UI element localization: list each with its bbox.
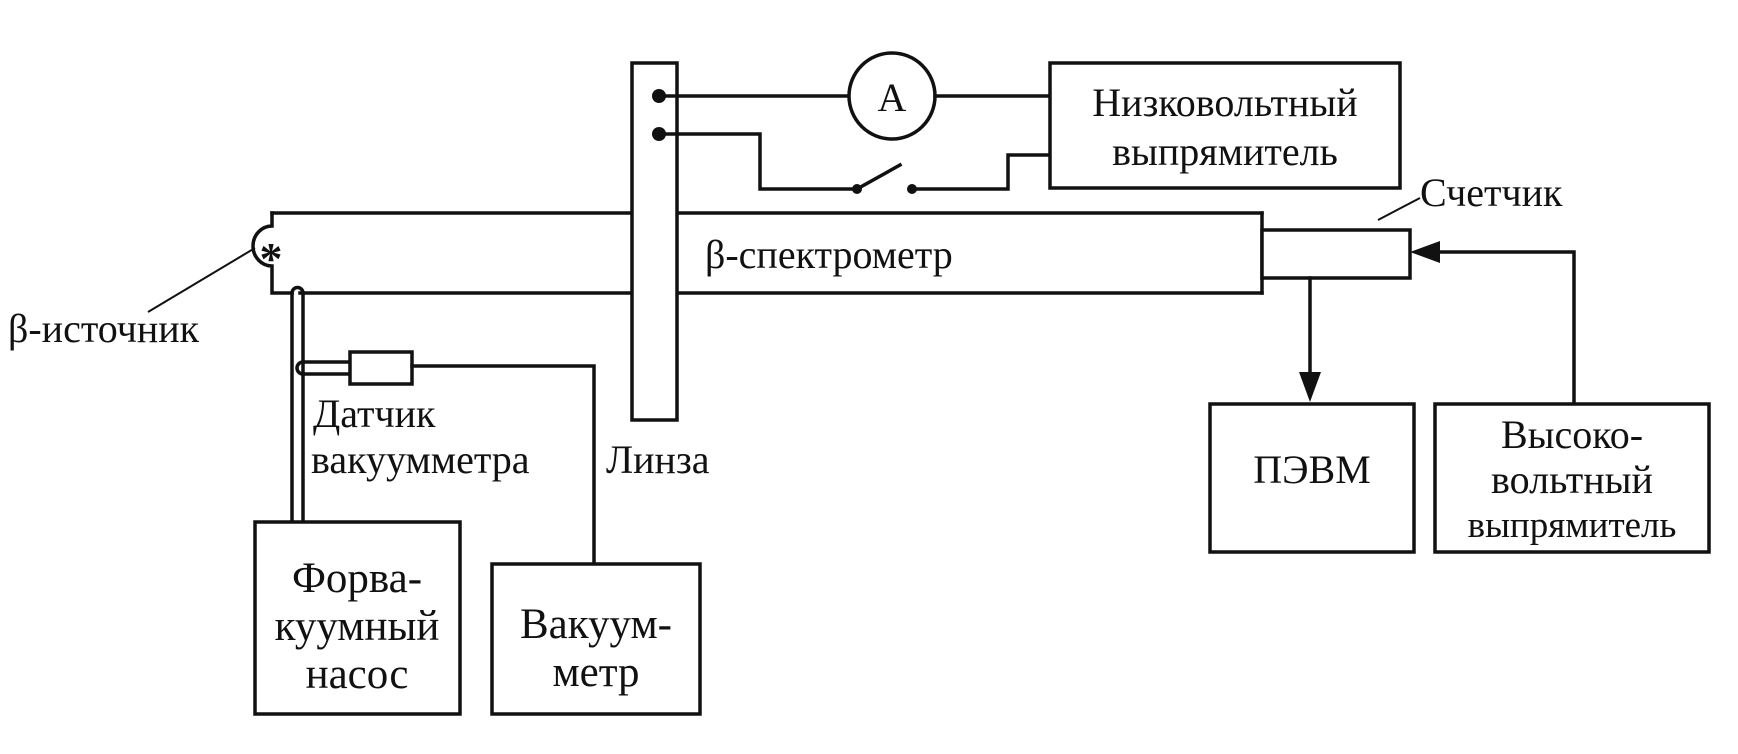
source-star: * xyxy=(260,233,283,284)
low-voltage-rectifier-box xyxy=(1048,61,1402,190)
spectrometer-label: β-спектрометр xyxy=(705,232,953,277)
arrow-to-computer xyxy=(1299,372,1321,402)
counter-box xyxy=(1260,228,1412,280)
gauge-sensor-label-line1: Датчик xyxy=(313,391,436,436)
pump-box xyxy=(253,520,462,716)
vacuum-gauge-label-line2: метр xyxy=(552,649,639,696)
source-leader xyxy=(147,247,256,313)
high-voltage-rectifier-box xyxy=(1433,402,1711,554)
counter-label: Счетчик xyxy=(1420,170,1563,215)
high-voltage-label-line1: Высоко- xyxy=(1501,412,1643,457)
lens xyxy=(630,61,679,422)
counter-leader xyxy=(1377,197,1421,221)
source-label: β-источник xyxy=(8,306,200,351)
vacuum-gauge-label-line1: Вакуум- xyxy=(520,601,672,648)
low-voltage-label-line1: Низковольтный xyxy=(1092,80,1357,125)
wire-sensor-to-gauge xyxy=(410,364,596,566)
gauge-sensor-label-line2: вакуумметра xyxy=(311,437,530,482)
wire-switch-left xyxy=(657,132,859,191)
lens-label: Линза xyxy=(606,437,710,482)
wire-hv-to-counter xyxy=(1436,250,1576,404)
arrow-to-counter xyxy=(1410,241,1440,263)
computer-box xyxy=(1208,402,1416,554)
ammeter-label: A xyxy=(878,75,907,120)
computer-label: ПЭВМ xyxy=(1253,447,1371,492)
vacuum-pipe xyxy=(290,285,305,524)
high-voltage-label-line2: вольтный xyxy=(1491,457,1653,502)
vacuum-gauge-box xyxy=(490,562,702,716)
high-voltage-label-line3: выпрямитель xyxy=(1468,505,1677,546)
wire-switch-right xyxy=(910,153,1052,191)
source-holder xyxy=(251,211,294,295)
low-voltage-label-line2: выпрямитель xyxy=(1112,129,1338,174)
switch-blade xyxy=(854,162,903,192)
pump-label-line2: куумный xyxy=(275,603,440,650)
gauge-sensor-box xyxy=(348,350,414,386)
gauge-branch xyxy=(295,360,352,376)
pump-label-line3: насос xyxy=(306,651,409,698)
pump-label-line1: Форва- xyxy=(292,555,422,602)
